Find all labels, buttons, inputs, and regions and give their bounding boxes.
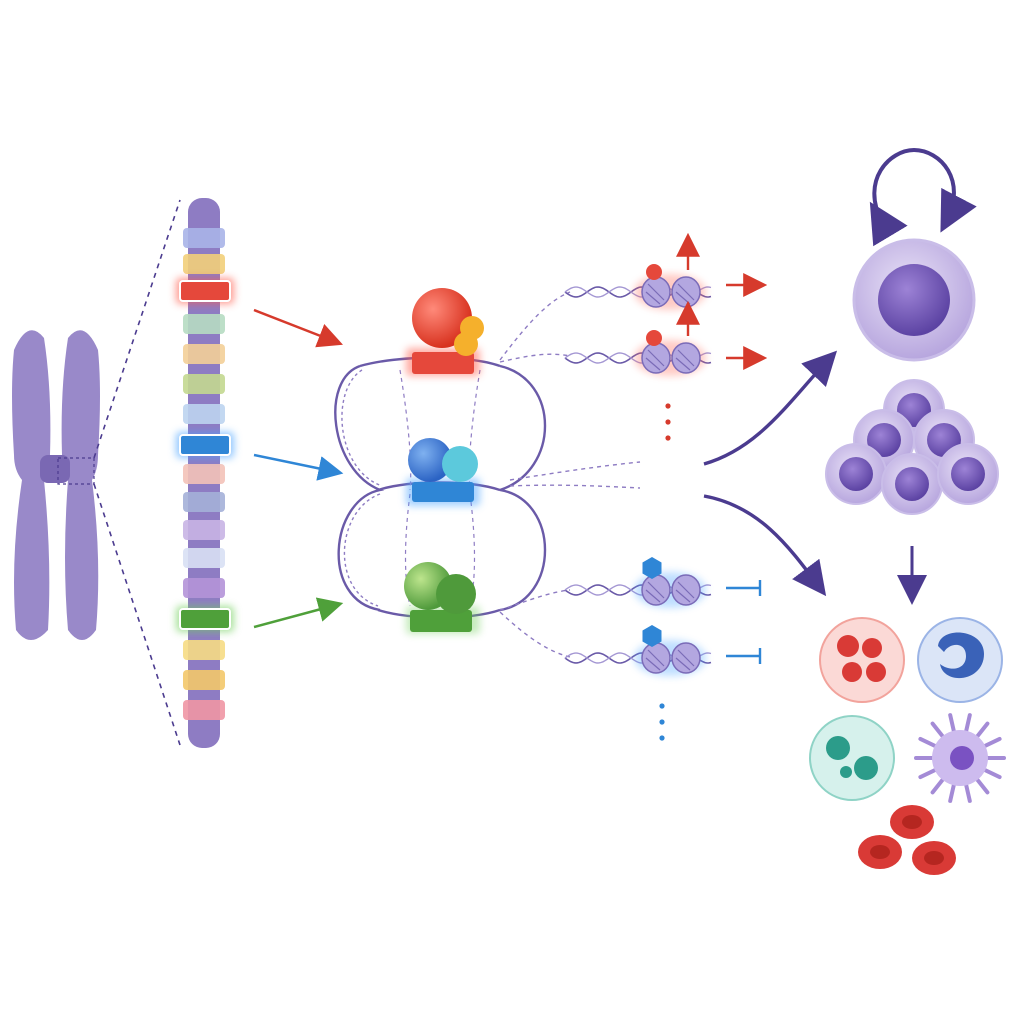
- continuation-dots-red: [665, 403, 671, 441]
- megakaryocyte-icon: [914, 713, 1006, 803]
- transcription-factor-icon-blue: [406, 438, 480, 506]
- green-arrow-icon: [253, 597, 344, 629]
- stem-cell-icon: [852, 238, 976, 362]
- locus-band: [183, 344, 225, 364]
- locus-band: [183, 254, 225, 274]
- t-bar-inhibition-icon: [726, 648, 762, 664]
- blue-gene-element: [179, 434, 231, 456]
- locus-band: [183, 670, 225, 690]
- locus-highlights: [176, 278, 234, 632]
- transcription-factor-icon-green: [404, 562, 480, 634]
- eosinophil-icon: [809, 715, 895, 801]
- target-gene-row: [564, 330, 712, 376]
- t-bar-inhibition-icon: [726, 580, 762, 596]
- activator-factor-icon: [646, 264, 662, 280]
- differentiation-fate-arrow-icon: [703, 494, 827, 597]
- circular-arrow-icon: [869, 147, 977, 247]
- locus-band: [183, 520, 225, 540]
- repressor-factor-icon: [642, 557, 662, 579]
- neutrophil-icon: [819, 617, 905, 703]
- locus-band: [183, 548, 225, 568]
- red-blood-cells-icon: [858, 805, 956, 875]
- target-gene-row: [564, 625, 712, 676]
- locus-band: [183, 640, 225, 660]
- activation-outputs: [676, 232, 768, 370]
- red-gene-element: [179, 280, 231, 302]
- progenitor-cells-icon: [825, 379, 999, 515]
- locus-arrows: [253, 308, 344, 629]
- locus-band: [183, 464, 225, 484]
- zoom-lines: [93, 199, 181, 746]
- chromosome-icon: [12, 330, 100, 640]
- blue-arrow-icon: [253, 453, 344, 481]
- locus-bands: [183, 228, 225, 720]
- locus-band: [183, 314, 225, 334]
- locus-band: [183, 374, 225, 394]
- target-gene-connectors: [499, 291, 641, 658]
- gene-locus-icon: [176, 198, 234, 748]
- locus-band: [183, 700, 225, 720]
- repression-outputs: [726, 580, 762, 664]
- dna-rows: [564, 264, 712, 676]
- activator-factor-icon: [646, 330, 662, 346]
- self-renewal-fate-arrow-icon: [703, 350, 838, 466]
- repressor-factor-icon: [642, 625, 662, 647]
- target-gene-row: [564, 264, 712, 310]
- locus-band: [183, 492, 225, 512]
- continuation-dots-blue: [659, 703, 665, 741]
- transcription-factor-icon-red: [406, 288, 484, 376]
- target-gene-row: [564, 557, 712, 608]
- locus-band: [183, 228, 225, 248]
- locus-band: [183, 404, 225, 424]
- fate-arrows: [703, 350, 838, 597]
- green-gene-element: [179, 608, 231, 630]
- monocyte-icon: [917, 617, 1003, 703]
- locus-band: [183, 578, 225, 598]
- red-arrow-icon: [253, 308, 343, 348]
- zoom-box: [57, 457, 95, 485]
